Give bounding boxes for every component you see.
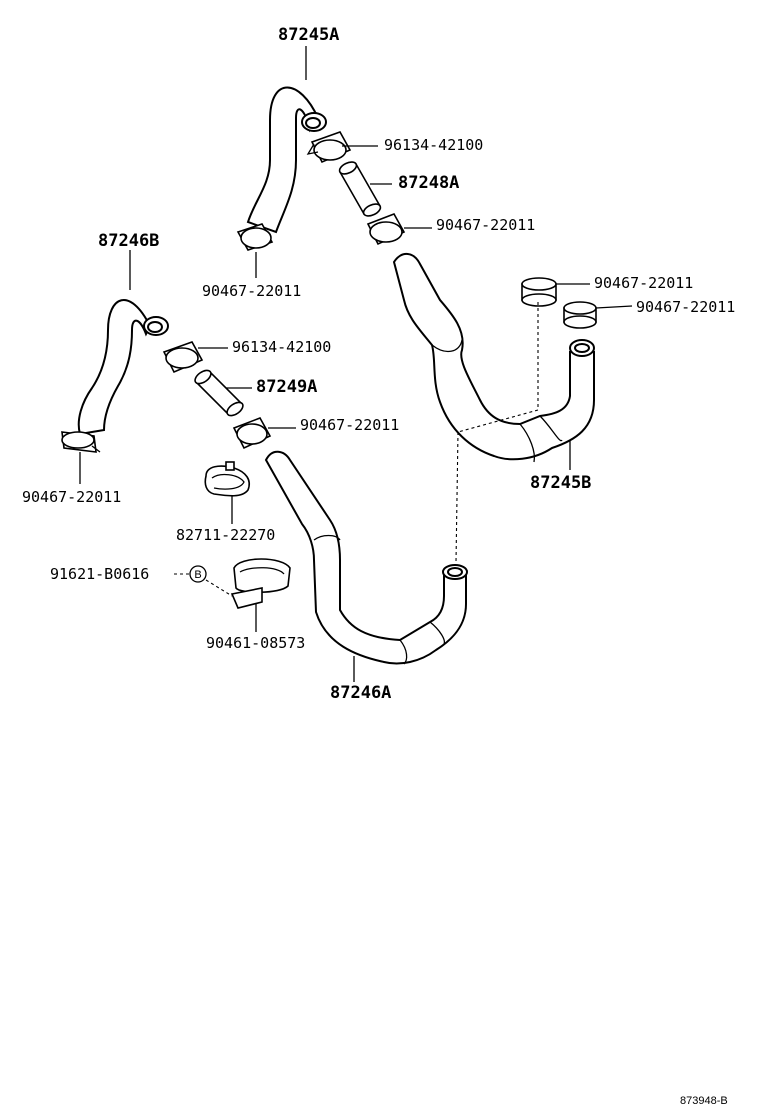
bracket-90461[interactable] <box>230 558 291 609</box>
clamp-90467-b[interactable] <box>236 223 274 251</box>
label-90467-b: 90467-22011 <box>202 282 301 300</box>
leader-lines <box>79 46 633 682</box>
label-90467-a: 90467-22011 <box>436 216 535 234</box>
clamp-90467-f[interactable] <box>61 431 101 453</box>
label-87246B: 87246B <box>98 231 159 251</box>
clamp-96134-top[interactable] <box>306 131 352 164</box>
gasket-82711[interactable] <box>204 461 250 497</box>
reference-code: 873948-B <box>680 1095 728 1107</box>
circle-marker-b <box>189 565 207 583</box>
label-87245B: 87245B <box>530 473 591 493</box>
label-96134-mid: 96134-42100 <box>232 338 331 356</box>
label-87245A: 87245A <box>278 25 339 45</box>
hose-87246A[interactable] <box>264 450 468 665</box>
pipe-87248A[interactable] <box>338 160 383 219</box>
label-circle-b: B <box>194 569 201 581</box>
clamp-90467-d[interactable] <box>521 277 557 307</box>
label-90467-e: 90467-22011 <box>636 298 735 316</box>
label-91621: 91621-B0616 <box>50 565 149 583</box>
hose-87245B[interactable] <box>392 253 595 463</box>
clamp-96134-mid[interactable] <box>162 341 204 374</box>
label-90467-f: 90467-22011 <box>22 488 121 506</box>
hose-87245A[interactable] <box>246 86 327 234</box>
label-87246A: 87246A <box>330 683 391 703</box>
clamp-90467-e[interactable] <box>563 301 597 329</box>
label-96134-top: 96134-42100 <box>384 136 483 154</box>
label-82711: 82711-22270 <box>176 526 275 544</box>
label-90461: 90461-08573 <box>206 634 305 652</box>
clamp-90467-a[interactable] <box>366 213 406 246</box>
label-90467-d: 90467-22011 <box>594 274 693 292</box>
clamp-90467-c[interactable] <box>232 417 272 450</box>
label-87249A: 87249A <box>256 377 317 397</box>
label-90467-c: 90467-22011 <box>300 416 399 434</box>
hose-87246B[interactable] <box>77 299 169 436</box>
pipe-87249A[interactable] <box>193 368 245 419</box>
label-87248A: 87248A <box>398 173 459 193</box>
